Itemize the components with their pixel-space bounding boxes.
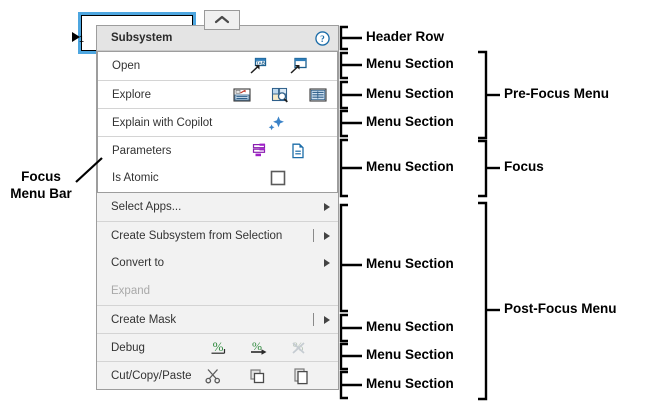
- menu-item-create-subsystem-from-selection[interactable]: Create Subsystem from Selection: [97, 221, 338, 249]
- menu-item-convert-to[interactable]: Convert to: [97, 249, 338, 277]
- bracket-menu-section-6: [339, 313, 348, 343]
- open-in-new-tab-icon[interactable]: TAB: [249, 57, 267, 75]
- menu-item-explain-with-copilot[interactable]: Explain with Copilot: [98, 108, 337, 136]
- annotation-menu-section-2: Menu Section: [366, 86, 454, 101]
- submenu-divider: [313, 313, 314, 326]
- block-input-port-arrow-icon: [72, 32, 80, 42]
- help-circle-icon[interactable]: ?: [315, 30, 330, 46]
- menu-item-label: Cut/Copy/Paste: [111, 369, 192, 382]
- bracket-menu-section-4: [339, 138, 348, 198]
- bracket-pre-focus-menu: [478, 50, 488, 140]
- annotation-focus-menu-bar-line2: Menu Bar: [10, 186, 72, 201]
- menu-item-label: Convert to: [111, 257, 165, 269]
- bracket-menu-section-7: [339, 342, 348, 371]
- collapse-menu-button[interactable]: [204, 10, 240, 30]
- submenu-indicator: [320, 203, 330, 211]
- menu-item-expand: Expand: [97, 277, 338, 305]
- model-browser-icon[interactable]: [271, 86, 289, 104]
- step-to-breakpoint-icon[interactable]: %: [250, 339, 268, 357]
- annotation-menu-section-1: Menu Section: [366, 56, 454, 71]
- submenu-indicator: [320, 259, 330, 267]
- menu-item-cut-copy-paste[interactable]: Cut/Copy/Paste: [97, 361, 338, 389]
- menu-item-parameters[interactable]: Parameters: [98, 136, 337, 164]
- open-in-new-window-icon[interactable]: [289, 57, 307, 75]
- annotation-menu-section-3: Menu Section: [366, 114, 454, 129]
- menu-item-select-apps[interactable]: Select Apps...: [97, 193, 338, 221]
- menu-header-row: Subsystem ?: [97, 26, 338, 51]
- checkbox-unchecked-icon[interactable]: [269, 169, 287, 187]
- submenu-divider: [313, 229, 314, 242]
- clear-breakpoints-icon: %: [290, 339, 308, 357]
- annotation-post-focus-menu: Post-Focus Menu: [504, 301, 617, 316]
- chevron-up-icon: [214, 15, 230, 24]
- menu-item-label: Is Atomic: [112, 172, 159, 184]
- menu-item-label: Open: [112, 60, 141, 72]
- annotation-focus-menu-bar: Focus Menu Bar: [6, 168, 76, 202]
- menu-item-icons: [251, 142, 307, 160]
- set-breakpoint-icon[interactable]: %: [210, 339, 228, 357]
- menu-item-label: Create Mask: [111, 313, 177, 326]
- menu-title: Subsystem: [111, 32, 173, 44]
- bracket-menu-section-2: [339, 80, 348, 110]
- svg-text:%: %: [213, 339, 224, 354]
- svg-text:TAB: TAB: [256, 61, 265, 66]
- chevron-right-icon: [324, 231, 330, 240]
- focus-menu-bar-frame: Open TAB: [97, 51, 338, 193]
- menu-item-label: Explain with Copilot: [112, 116, 213, 129]
- svg-text:%: %: [293, 339, 304, 354]
- annotation-menu-section-4: Menu Section: [366, 159, 454, 174]
- menu-item-debug[interactable]: Debug % %: [97, 333, 338, 361]
- bracket-menu-section-3: [339, 109, 348, 138]
- annotation-menu-section-6: Menu Section: [366, 319, 454, 334]
- chevron-right-icon: [324, 315, 330, 324]
- menu-item-open[interactable]: Open TAB: [98, 52, 337, 80]
- chevron-right-icon: [324, 203, 330, 211]
- sparkle-copilot-icon[interactable]: [267, 114, 285, 132]
- menu-item-icons: [267, 114, 285, 132]
- menu-item-create-mask[interactable]: Create Mask: [97, 305, 338, 333]
- menu-item-label: Expand: [111, 285, 151, 297]
- block-parameters-icon[interactable]: [251, 142, 269, 160]
- menu-item-explore[interactable]: Explore: [98, 80, 337, 108]
- annotation-focus: Focus: [504, 159, 544, 174]
- submenu-indicator: [313, 229, 330, 242]
- annotation-header-row: Header Row: [366, 29, 445, 44]
- annotation-menu-section-7: Menu Section: [366, 347, 454, 362]
- menu-item-icons: TAB: [249, 57, 307, 75]
- menu-item-label: Debug: [111, 341, 145, 354]
- chevron-right-icon: [324, 259, 330, 267]
- menu-item-label: Parameters: [112, 144, 172, 157]
- menu-item-label: Create Subsystem from Selection: [111, 229, 283, 242]
- bracket-menu-section-1: [339, 51, 348, 80]
- block-parameters-table-icon[interactable]: [309, 86, 327, 104]
- block-port-label: 1: [79, 34, 85, 44]
- copy-icon[interactable]: [248, 367, 266, 385]
- annotation-pre-focus-menu: Pre-Focus Menu: [504, 86, 610, 101]
- menu-item-label: Select Apps...: [111, 201, 182, 213]
- menu-item-icons: [269, 169, 287, 187]
- bracket-menu-section-8: [339, 370, 348, 400]
- model-explorer-icon[interactable]: [233, 86, 251, 104]
- annotation-focus-menu-bar-line1: Focus: [21, 169, 61, 184]
- bracket-menu-section-5: [339, 203, 348, 313]
- menu-item-icons: [233, 86, 327, 104]
- scissors-cut-icon[interactable]: [204, 367, 222, 385]
- bracket-header-row: [339, 25, 348, 51]
- bracket-focus: [478, 139, 488, 198]
- bracket-post-focus-menu: [478, 201, 488, 401]
- annotation-menu-section-5: Menu Section: [366, 256, 454, 271]
- svg-text:?: ?: [320, 34, 325, 44]
- paste-icon[interactable]: [292, 367, 310, 385]
- menu-item-icons: % % %: [210, 339, 308, 357]
- annotation-menu-section-8: Menu Section: [366, 376, 454, 391]
- menu-item-is-atomic[interactable]: Is Atomic: [98, 164, 337, 192]
- menu-item-label: Explore: [112, 88, 151, 101]
- submenu-indicator: [313, 313, 330, 326]
- svg-text:%: %: [252, 339, 262, 353]
- context-menu: Subsystem ? Open TAB: [96, 25, 339, 390]
- menu-item-icons: [204, 367, 310, 385]
- mask-parameters-icon[interactable]: [289, 142, 307, 160]
